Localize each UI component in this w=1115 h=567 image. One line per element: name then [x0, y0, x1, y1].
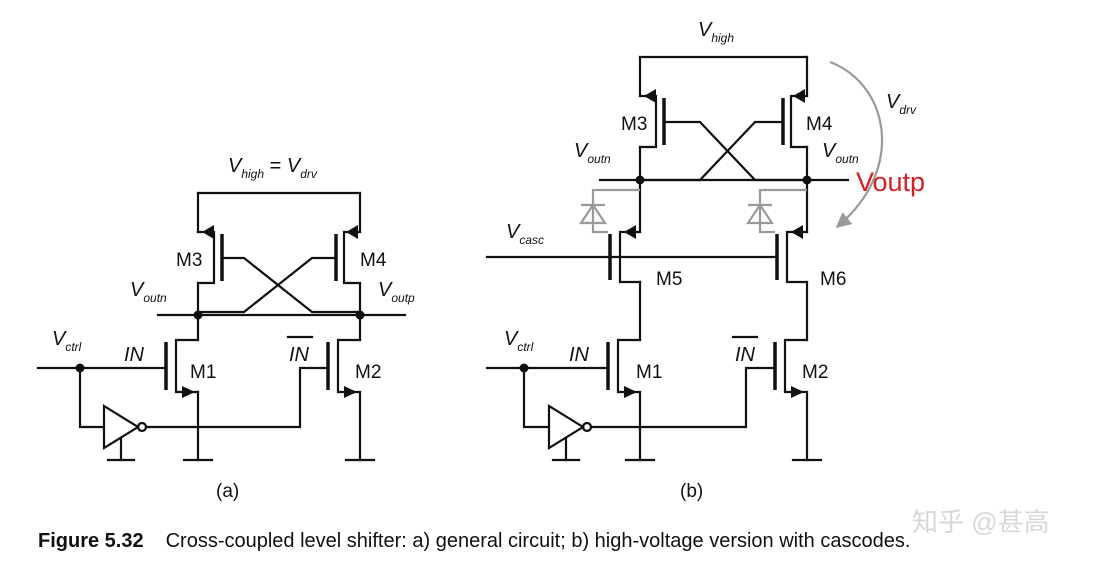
voutp-annotation: Voutp — [856, 167, 925, 197]
label-m2-a: M2 — [355, 362, 381, 383]
svg-text:Vdrv: Vdrv — [886, 91, 917, 117]
label-m3-b: M3 — [621, 114, 647, 135]
diode-left — [578, 188, 640, 234]
label-m5: M5 — [656, 269, 682, 290]
label-m1-b: M1 — [636, 362, 662, 383]
transistor-m5 — [608, 225, 642, 342]
svg-text:Vhigh: Vhigh — [698, 19, 734, 45]
watermark: 知乎 @甚高 — [912, 507, 1050, 537]
label-inb-a: IN — [289, 344, 310, 366]
svg-text:Voutn: Voutn — [822, 140, 859, 166]
transistor-m1-b — [606, 338, 656, 462]
caption-b: (b) — [680, 481, 703, 502]
transistor-m1 — [164, 338, 214, 462]
figure-caption-text: Cross-coupled level shifter: a) general … — [165, 530, 911, 552]
figure-label: Figure 5.32 — [38, 530, 144, 552]
label-in-a: IN — [124, 344, 145, 366]
diode-right — [745, 188, 807, 234]
caption-a: (a) — [216, 481, 239, 502]
transistor-m2-b — [773, 338, 823, 462]
inverter-a — [102, 404, 148, 462]
transistor-m4 — [196, 225, 362, 314]
svg-text:Voutn: Voutn — [130, 279, 167, 305]
svg-text:Vctrl: Vctrl — [504, 328, 534, 354]
svg-text:Voutp: Voutp — [378, 279, 415, 305]
circuit-a: Vhigh = Vdrv M3 M4 M1 M2 Voutn Voutp Vct… — [36, 155, 415, 502]
label-m1-a: M1 — [190, 362, 216, 383]
label-m2-b: M2 — [802, 362, 828, 383]
svg-text:Vcasc: Vcasc — [506, 221, 544, 247]
label-m6: M6 — [820, 269, 846, 290]
svg-text:Vhigh = Vdrv: Vhigh = Vdrv — [228, 155, 318, 181]
transistor-m2 — [326, 338, 376, 462]
svg-text:Voutn: Voutn — [574, 140, 611, 166]
label-m4-a: M4 — [360, 250, 387, 271]
transistor-m6 — [775, 225, 809, 342]
label-m4-b: M4 — [806, 114, 833, 135]
svg-text:Vctrl: Vctrl — [52, 328, 82, 354]
label-inb-b: IN — [735, 344, 756, 366]
label-in-b: IN — [569, 344, 590, 366]
circuit-b: Vhigh Vdrv M3 M4 Voutn Voutn Voutp Vcasc… — [485, 19, 925, 502]
inverter-b — [547, 404, 593, 462]
label-m3-a: M3 — [176, 250, 202, 271]
figure-caption: Figure 5.32 Cross-coupled level shifter: … — [38, 530, 910, 553]
vdrv-arrow — [829, 60, 884, 228]
